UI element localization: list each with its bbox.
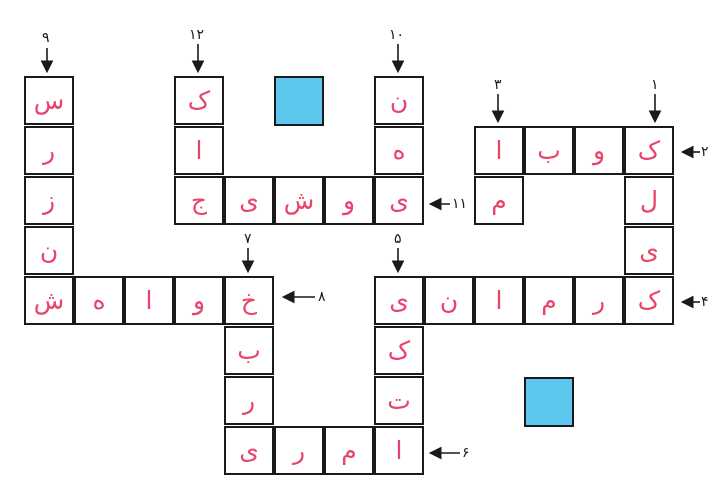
crossword-cell[interactable]: ب (524, 126, 574, 175)
crossword-cell[interactable]: ش (274, 176, 324, 225)
clue-number-12: ۱۲ (189, 27, 205, 43)
crossword-cell[interactable]: ی (224, 176, 274, 225)
crossword-cell[interactable]: س (24, 76, 74, 125)
clue-number-6: ۶ (462, 445, 470, 461)
blocked-square (524, 377, 574, 427)
clue-number-11: ۱۱ (452, 196, 468, 212)
crossword-cell[interactable]: ز (24, 176, 74, 225)
crossword-cell[interactable]: ه (374, 126, 424, 175)
crossword-cell[interactable]: ا (474, 276, 524, 325)
crossword-cell[interactable]: خ (224, 276, 274, 325)
crossword-cell[interactable]: م (324, 426, 374, 475)
crossword-cell[interactable]: ک (624, 276, 674, 325)
crossword-cell[interactable]: ج (174, 176, 224, 225)
crossword-cell[interactable]: و (324, 176, 374, 225)
clue-number-1: ۱ (651, 77, 659, 93)
clue-number-7: ۷ (244, 231, 252, 247)
crossword-cell[interactable]: م (474, 176, 524, 225)
crossword-cell[interactable]: ت (374, 376, 424, 425)
crossword-cell[interactable]: ی (374, 176, 424, 225)
clue-number-9: ۹ (42, 30, 50, 46)
crossword-cell[interactable]: ه (74, 276, 124, 325)
clue-number-5: ۵ (394, 231, 402, 247)
clue-number-2: ۲ (701, 144, 709, 160)
crossword-cell[interactable]: ی (224, 426, 274, 475)
clue-number-10: ۱۰ (389, 27, 405, 43)
clue-number-4: ۴ (701, 294, 709, 310)
crossword-cell[interactable]: ن (24, 226, 74, 275)
crossword-cell[interactable]: ک (624, 126, 674, 175)
crossword-cell[interactable]: ا (474, 126, 524, 175)
crossword-cell[interactable]: و (174, 276, 224, 325)
crossword-cell[interactable]: ش (24, 276, 74, 325)
crossword-cell[interactable]: ر (224, 376, 274, 425)
clue-number-8: ۸ (318, 289, 326, 305)
crossword-cell[interactable]: ی (374, 276, 424, 325)
crossword-cell[interactable]: ی (624, 226, 674, 275)
crossword-cell[interactable]: ر (574, 276, 624, 325)
crossword-cell[interactable]: ل (624, 176, 674, 225)
crossword-cell[interactable]: ب (224, 326, 274, 375)
crossword-cell[interactable]: ن (424, 276, 474, 325)
clue-number-3: ۳ (494, 77, 502, 93)
blocked-square (274, 76, 324, 126)
crossword-cell[interactable]: ر (274, 426, 324, 475)
crossword-cell[interactable]: ن (374, 76, 424, 125)
crossword-cell[interactable]: ا (374, 426, 424, 475)
crossword-cell[interactable]: ا (124, 276, 174, 325)
crossword-cell[interactable]: ر (24, 126, 74, 175)
crossword-cell[interactable]: و (574, 126, 624, 175)
crossword-cell[interactable]: ا (174, 126, 224, 175)
crossword-cell[interactable]: م (524, 276, 574, 325)
crossword-cell[interactable]: ک (374, 326, 424, 375)
crossword-cell[interactable]: ک (174, 76, 224, 125)
